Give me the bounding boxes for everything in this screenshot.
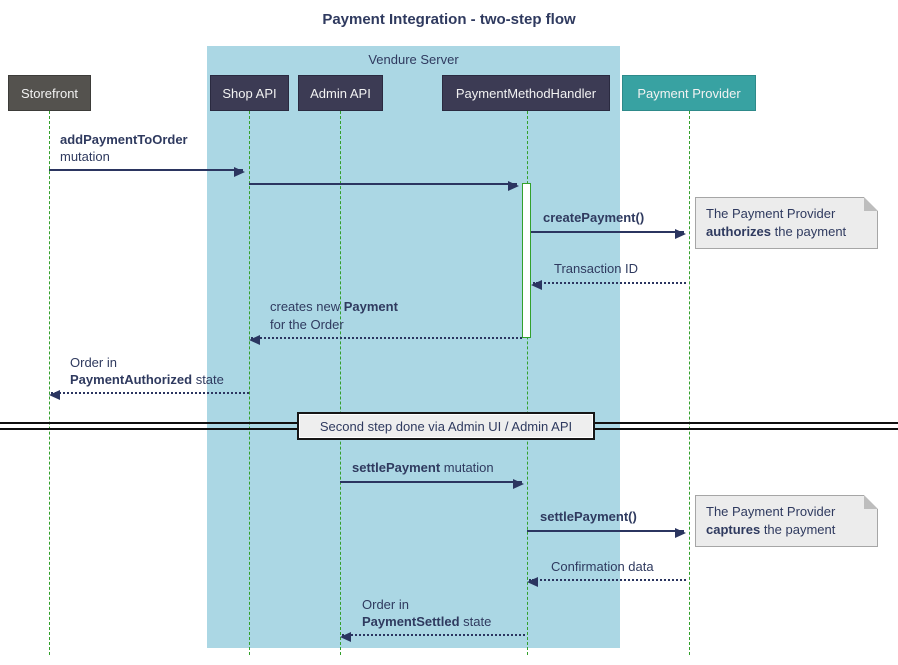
participant-shop-api: Shop API (210, 75, 289, 111)
message-label-order-settled-line2: PaymentSettled state (362, 614, 492, 629)
arrowhead-icon (249, 335, 260, 345)
participant-storefront-label: Storefront (20, 85, 79, 101)
message-label-create-payment: createPayment() (543, 210, 645, 225)
participant-payment-provider: Payment Provider (622, 75, 756, 111)
arrowhead-icon (234, 167, 245, 177)
message-label-order-authorized-line2: PaymentAuthorized state (70, 372, 224, 387)
participant-payment-method-handler-label: PaymentMethodHandler (455, 85, 597, 101)
arrow-settle-payment-mutation (340, 479, 524, 489)
arrow-order-settled (340, 632, 525, 642)
arrowhead-icon (531, 280, 542, 290)
arrow-add-payment (49, 167, 245, 177)
message-label-confirmation: Confirmation data (551, 559, 654, 574)
message-label-creates-payment-line2: for the Order (270, 317, 344, 332)
arrowhead-icon (513, 479, 524, 489)
message-label-creates-payment: creates new Payment (270, 299, 398, 314)
participant-payment-method-handler: PaymentMethodHandler (442, 75, 610, 111)
message-label-order-settled-line1: Order in (362, 597, 409, 612)
arrowhead-icon (508, 181, 519, 191)
arrow-creates-payment (249, 335, 522, 345)
diagram-title: Payment Integration - two-step flow (322, 11, 576, 28)
arrowhead-icon (340, 632, 351, 642)
vendure-server-container: Vendure Server (207, 46, 620, 648)
note-fold-icon (864, 495, 878, 509)
lifeline-admin-api (340, 111, 341, 655)
message-label-add-payment: addPaymentToOrder (60, 132, 188, 147)
message-label-settle-payment-mutation: settlePayment mutation (352, 460, 494, 475)
lifeline-payment-provider (689, 111, 690, 655)
divider-label-box: Second step done via Admin UI / Admin AP… (297, 412, 595, 440)
participant-admin-api: Admin API (298, 75, 383, 111)
arrowhead-icon (675, 229, 686, 239)
note-authorizes: The Payment Provider authorizes the paym… (695, 197, 878, 249)
lifeline-payment-method-handler (527, 111, 528, 655)
participant-storefront: Storefront (8, 75, 91, 111)
activation-bar-payment-method-handler (522, 183, 531, 338)
message-label-settle-payment-call: settlePayment() (540, 509, 637, 524)
vendure-server-label: Vendure Server (368, 52, 459, 67)
divider-label: Second step done via Admin UI / Admin AP… (319, 418, 573, 434)
lifeline-storefront (49, 111, 50, 655)
note-captures: The Payment Provider captures the paymen… (695, 495, 878, 547)
message-label-order-authorized-line1: Order in (70, 355, 117, 370)
participant-payment-provider-label: Payment Provider (637, 85, 741, 101)
lifeline-shop-api (249, 111, 250, 655)
arrowhead-icon (527, 577, 538, 587)
arrow-create-payment (531, 229, 686, 239)
participant-admin-api-label: Admin API (310, 85, 371, 101)
arrow-settle-payment-call (527, 528, 686, 538)
arrow-order-authorized (49, 390, 249, 400)
arrowhead-icon (49, 390, 60, 400)
arrow-shop-to-handler (249, 181, 519, 191)
message-label-transaction-id: Transaction ID (554, 261, 639, 276)
arrow-confirmation (527, 577, 686, 587)
participant-shop-api-label: Shop API (222, 85, 277, 101)
message-label-add-payment-line2: mutation (60, 149, 110, 164)
arrow-transaction-id (531, 280, 686, 290)
note-fold-icon (864, 197, 878, 211)
arrowhead-icon (675, 528, 686, 538)
